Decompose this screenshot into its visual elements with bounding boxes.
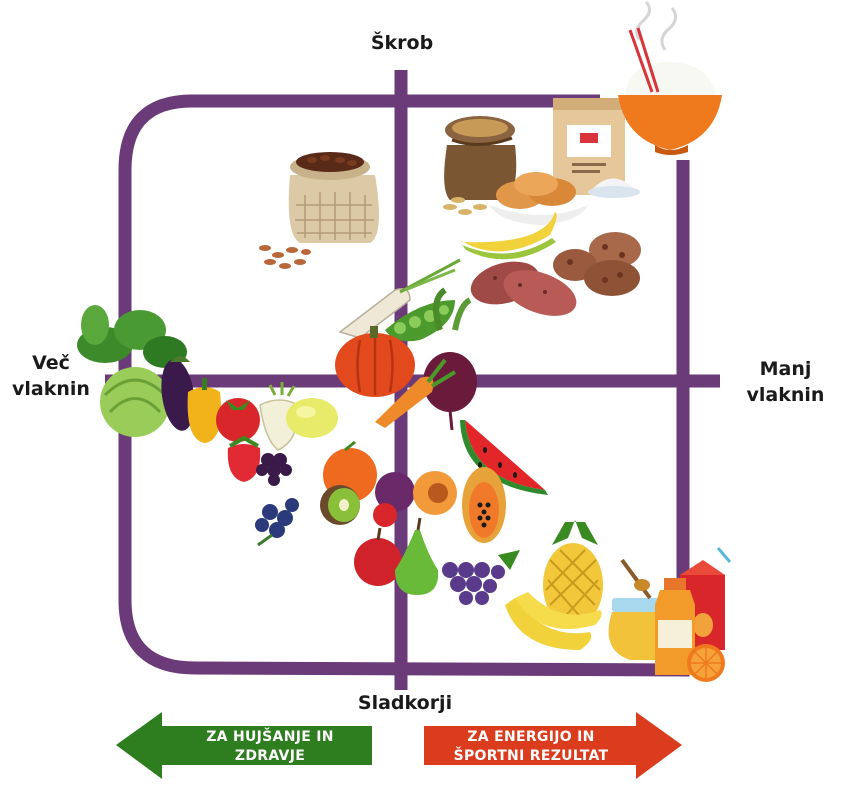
carrot-icon bbox=[375, 358, 457, 428]
pumpkin-icon bbox=[335, 326, 415, 397]
axis-label-starch: Škrob bbox=[370, 32, 434, 54]
arrow-left-label-line1: ZA HUJŠANJE IN bbox=[206, 729, 334, 745]
quadrant-frame bbox=[105, 70, 720, 690]
kiwi-icon bbox=[320, 485, 360, 525]
grain-sack-icon bbox=[443, 116, 517, 215]
peach-icon bbox=[413, 471, 457, 515]
honey-jar-icon bbox=[608, 558, 667, 660]
pear-icon bbox=[395, 517, 439, 595]
cabbage-icon bbox=[100, 367, 170, 437]
axis-label-more-fiber-line1: Več bbox=[32, 352, 70, 374]
strawberry-icon bbox=[227, 435, 261, 482]
axis-label-less-fiber: Manj vlaknin bbox=[728, 356, 843, 408]
beet-icon bbox=[423, 287, 477, 431]
cookies-icon bbox=[553, 232, 641, 296]
banana-icon bbox=[460, 212, 557, 260]
axis-label-less-fiber-line1: Manj bbox=[759, 358, 812, 380]
lemon-icon bbox=[286, 398, 338, 438]
bananas-icon bbox=[505, 592, 602, 650]
arrow-right-label-line1: ZA ENERGIJO IN bbox=[467, 729, 595, 745]
flour-bag-icon bbox=[553, 98, 640, 198]
axis-label-more-fiber: Več vlaknin bbox=[6, 350, 96, 402]
watermelon-icon bbox=[460, 420, 548, 495]
rice-bowl-icon bbox=[618, 0, 722, 155]
bread-rolls-icon bbox=[490, 172, 588, 225]
orange-slice-icon bbox=[687, 644, 725, 682]
blueberries-icon bbox=[255, 498, 299, 547]
papaya-icon bbox=[462, 467, 506, 543]
arrow-left-label-line2: ZDRAVJE bbox=[234, 748, 306, 764]
grapes-icon bbox=[442, 550, 520, 605]
eggplant-icon bbox=[161, 356, 195, 431]
apple-icon bbox=[354, 527, 402, 586]
axis-label-sugars: Sladkorji bbox=[357, 692, 453, 714]
tomato-icon bbox=[216, 398, 260, 442]
plum-icon bbox=[373, 472, 415, 527]
juice-bottle-icon bbox=[655, 578, 695, 675]
axis-label-more-fiber-line2: vlaknin bbox=[12, 378, 90, 400]
arrow-right bbox=[424, 712, 682, 779]
bell-pepper-icon bbox=[187, 378, 221, 443]
arrow-left bbox=[116, 712, 372, 779]
axis-label-less-fiber-line2: vlaknin bbox=[746, 384, 825, 406]
sweet-potato-icon bbox=[470, 261, 577, 316]
parsnip-icon bbox=[338, 258, 461, 339]
dried-beans-sack-icon bbox=[259, 152, 379, 269]
blackberry-icon bbox=[256, 453, 292, 486]
arrow-right-label-line2: ŠPORTNI REZULTAT bbox=[453, 748, 609, 764]
arrow-right-label: ZA ENERGIJO IN ŠPORTNI REZULTAT bbox=[426, 728, 636, 766]
arrow-left-label: ZA HUJŠANJE IN ZDRAVJE bbox=[170, 728, 370, 766]
